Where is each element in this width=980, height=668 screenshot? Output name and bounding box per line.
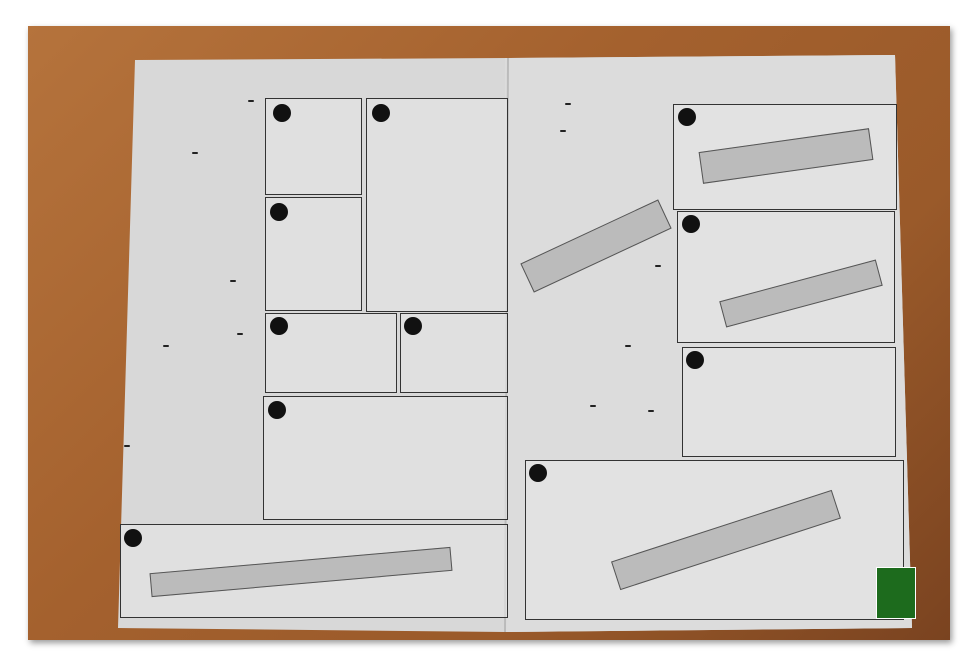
step-number (273, 104, 291, 122)
step-number (270, 317, 288, 335)
step-number (268, 401, 286, 419)
step-number (270, 203, 288, 221)
sub-step-label (590, 405, 596, 407)
step-9-panel (366, 98, 508, 312)
sub-step-label (124, 445, 130, 447)
step-13-panel (263, 396, 508, 520)
step-number (372, 104, 390, 122)
sub-step-label (192, 152, 198, 154)
step-17-panel (682, 347, 896, 457)
step-number (686, 351, 704, 369)
sub-step-label (163, 345, 169, 347)
sub-step-label (565, 103, 571, 105)
step-number (529, 464, 547, 482)
step-number (682, 215, 700, 233)
step-number (678, 108, 696, 126)
sub-step-label (230, 280, 236, 282)
step-number (124, 529, 142, 547)
sub-step-label (655, 265, 661, 267)
step-8-panel (265, 98, 362, 195)
watermark-stamp (876, 567, 916, 619)
sub-step-label (248, 100, 254, 102)
step-number (404, 317, 422, 335)
sub-step-label (560, 130, 566, 132)
sub-step-label (237, 333, 243, 335)
sub-step-label (625, 345, 631, 347)
sub-step-label (648, 410, 654, 412)
